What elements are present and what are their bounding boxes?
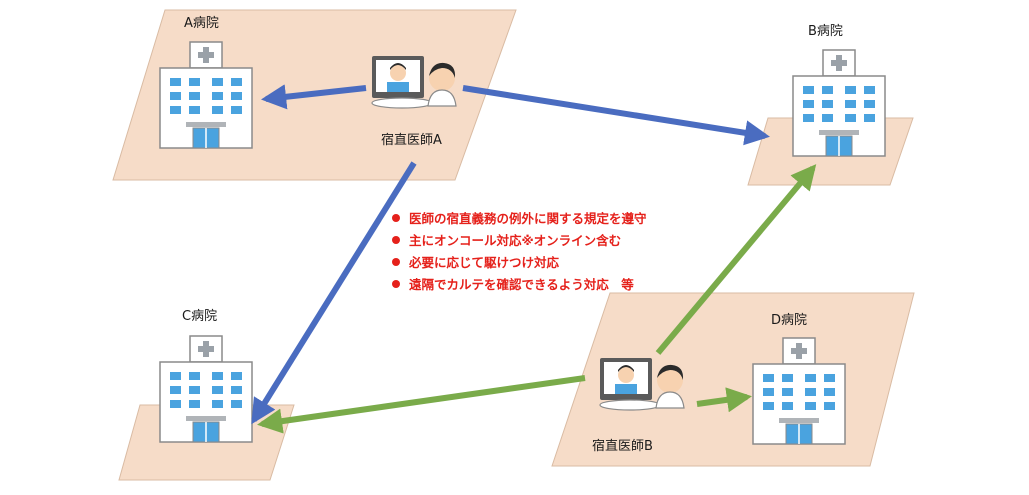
note-bullet <box>392 280 400 288</box>
note-bullet <box>392 258 400 266</box>
doctor-a-label: 宿直医師A <box>381 132 442 148</box>
hospital-c-building <box>159 335 253 443</box>
note-bullet <box>392 236 400 244</box>
note-item: 医師の宿直義務の例外に関する規定を遵守 <box>409 211 647 226</box>
hospital-d-label: D病院 <box>771 313 807 328</box>
hospital-a-label: A病院 <box>184 16 219 31</box>
hospital-b-building <box>792 49 886 157</box>
hospital-b-label: B病院 <box>808 24 843 39</box>
note-item: 主にオンコール対応※オンライン含む <box>409 233 621 248</box>
arrow-doctor-b-to-hospital-d <box>696 387 752 413</box>
doctor-a-icon <box>371 55 457 109</box>
hospital-c-label: C病院 <box>182 309 217 324</box>
doctor-b-label: 宿直医師B <box>592 438 653 454</box>
arrow-doctor-a-to-hospital-a <box>260 84 367 110</box>
note-item: 必要に応じて駆けつけ対応 <box>408 255 560 270</box>
note-item: 遠隔でカルテを確認できるよう対応 等 <box>409 277 634 292</box>
note-bullet <box>392 214 400 222</box>
arrow-doctor-b-to-hospital-b <box>655 164 817 355</box>
notes-list: 医師の宿直義務の例外に関する規定を遵守 主にオンコール対応※オンライン含む 必要… <box>392 211 647 292</box>
doctor-b-icon <box>599 357 685 411</box>
arrow-doctor-a-to-hospital-b <box>462 85 770 146</box>
arrow-doctor-b-to-hospital-c <box>257 375 586 434</box>
arrow-doctor-a-to-hospital-c <box>251 161 417 425</box>
